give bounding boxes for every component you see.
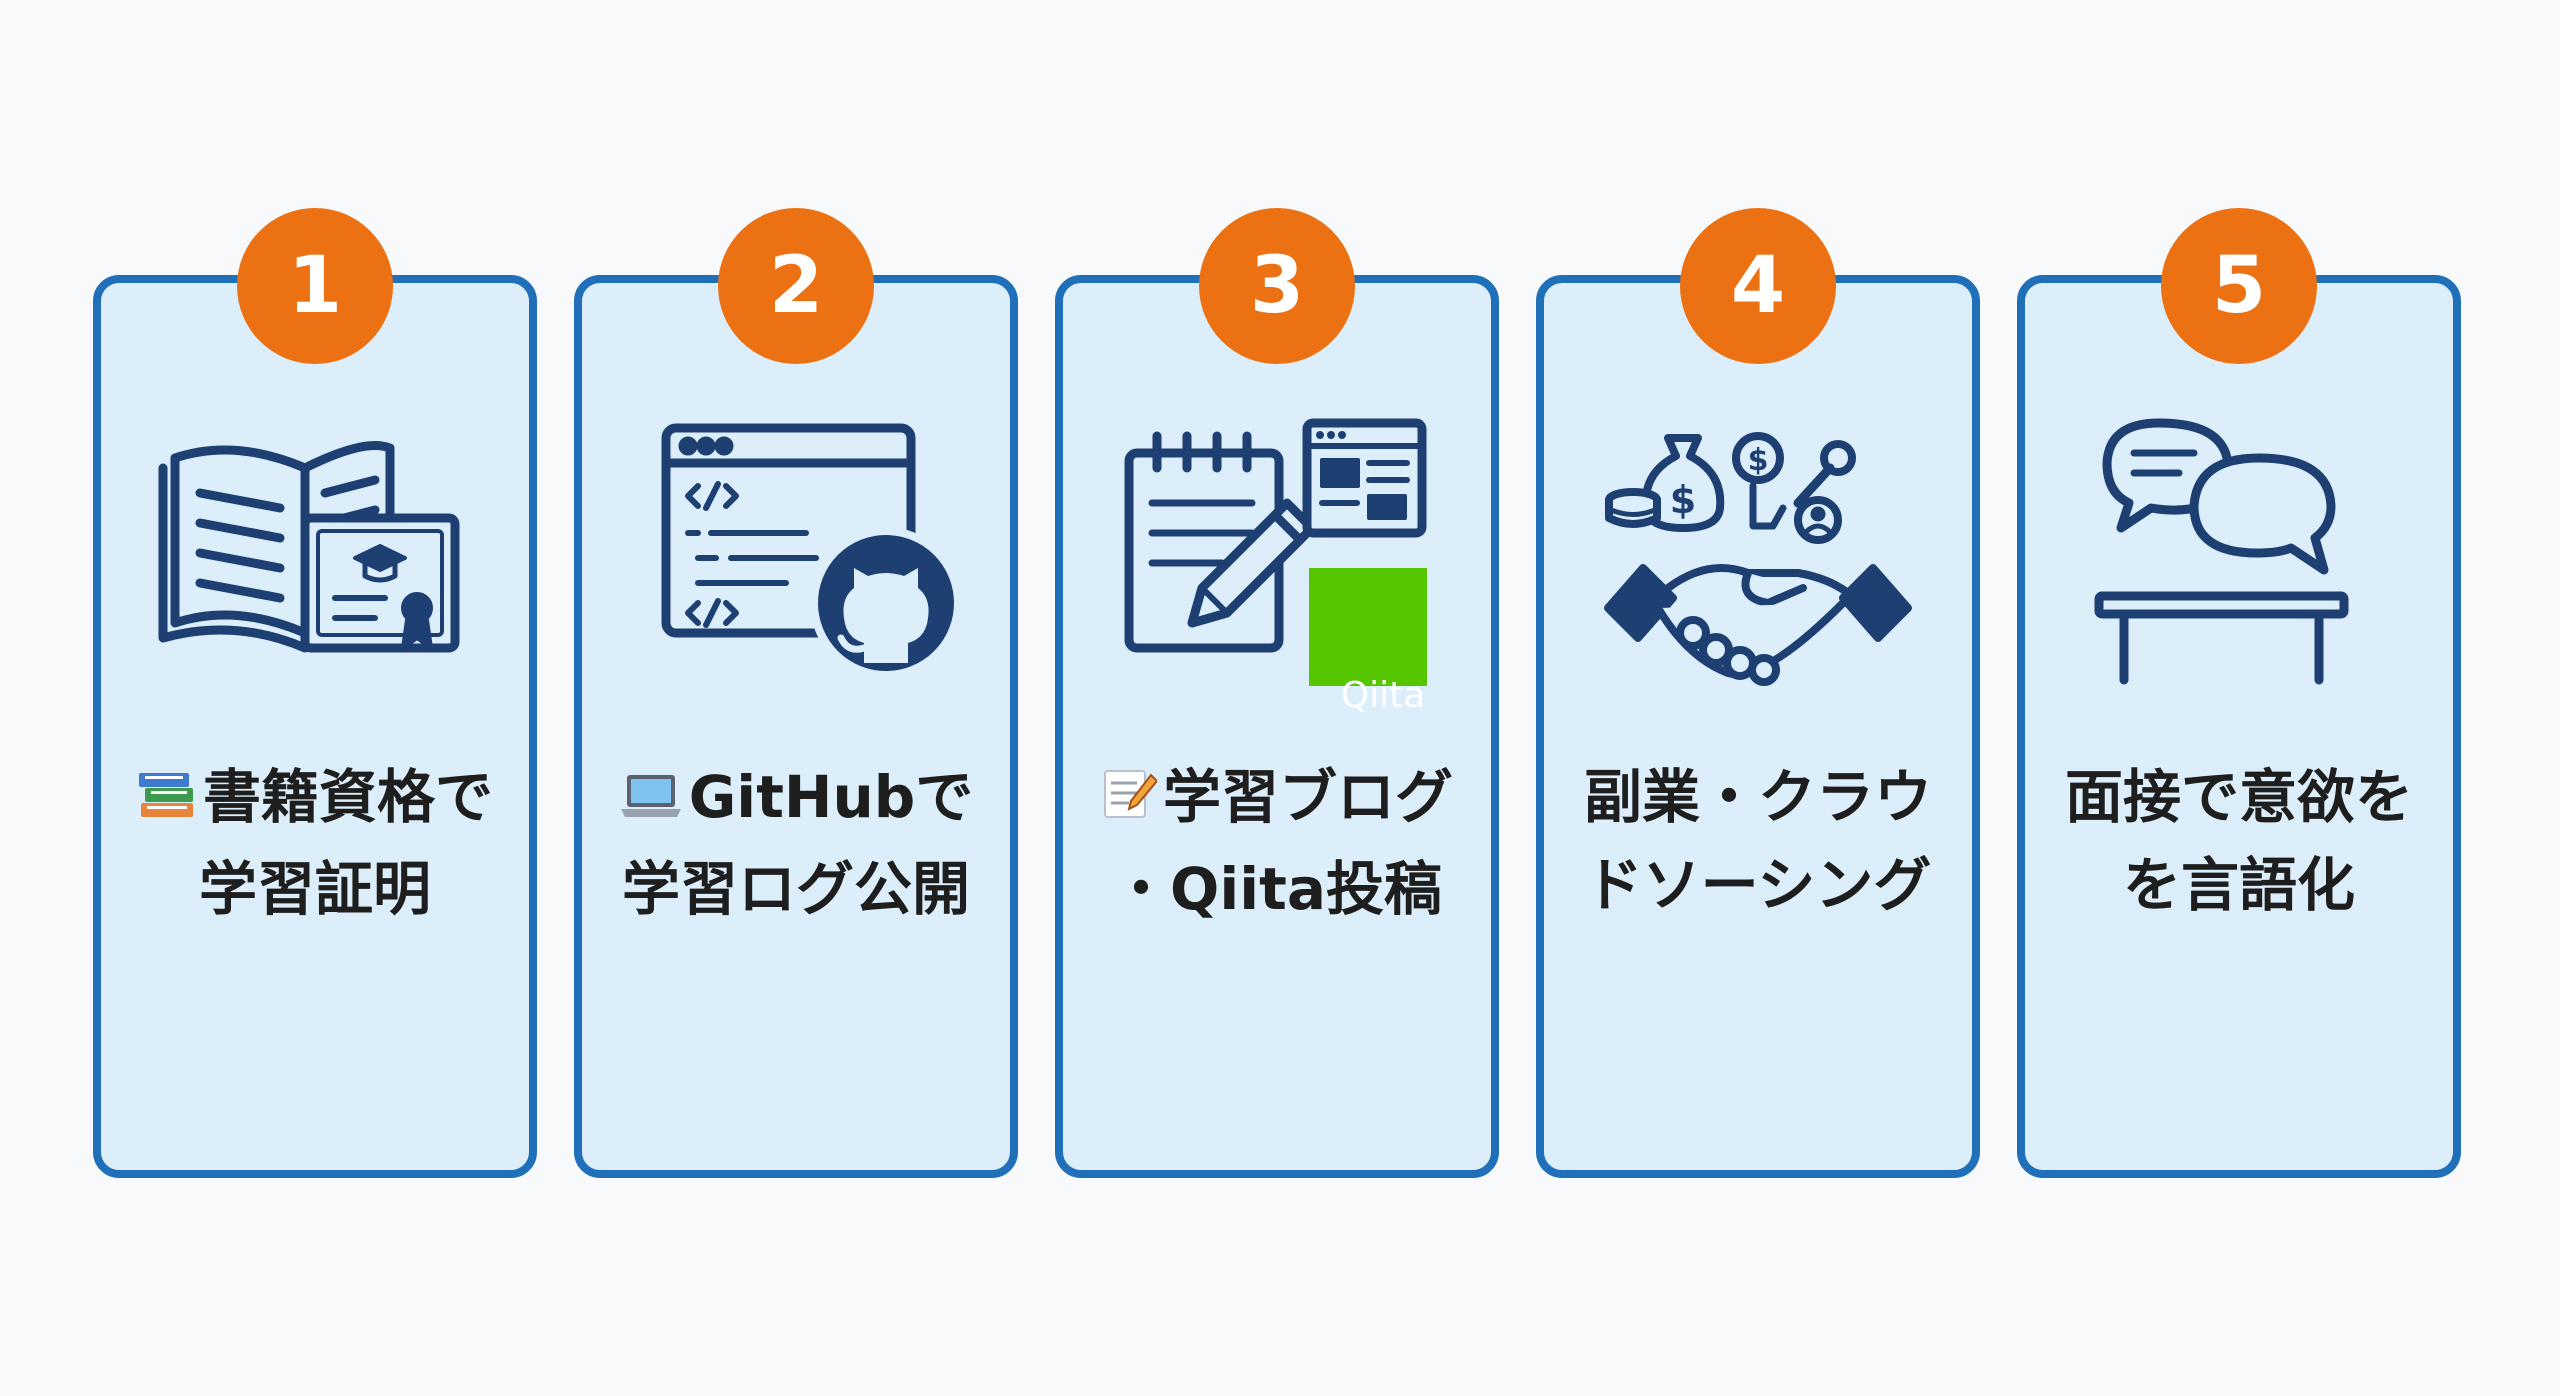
- step-label-text-1: 書籍資格で: [202, 763, 493, 831]
- step-label: 副業・クラウ ドソーシング: [1544, 753, 1972, 929]
- step-label-line-2: ドソーシング: [1584, 851, 1932, 919]
- step-card-2: 2: [574, 208, 1018, 1178]
- step-label: 書籍資格で 学習証明: [101, 753, 529, 933]
- step-label-line-1: 学習ブログ: [1063, 753, 1491, 845]
- step-number-badge: 3: [1199, 208, 1355, 364]
- svg-text:$: $: [1670, 478, 1696, 522]
- handshake-money-icon: $ $: [1544, 408, 1972, 708]
- step-number-badge: 2: [718, 208, 874, 364]
- step-card-1: 1: [93, 208, 537, 1178]
- notepad-pencil-qiita-icon: Qiita: [1063, 408, 1491, 716]
- step-card-4: 4 $ $: [1536, 208, 1980, 1178]
- step-label-text-1: GitHubで: [688, 763, 974, 831]
- svg-text:$: $: [1748, 443, 1769, 478]
- step-label-line-2: を言語化: [2122, 851, 2355, 919]
- step-label-line-1: GitHubで: [582, 753, 1010, 845]
- step-label-line-1: 書籍資格で: [101, 753, 529, 845]
- speech-bubbles-table-icon: [2025, 408, 2453, 708]
- step-label-line-2: 学習証明: [198, 855, 431, 923]
- step-number-badge: 5: [2161, 208, 2317, 364]
- step-card-5: 5 面接で意欲を を言語化: [2017, 208, 2461, 1178]
- step-label: 学習ブログ ・Qiita投稿: [1063, 753, 1491, 933]
- step-label-line-1: 面接で意欲を: [2064, 763, 2413, 831]
- book-certificate-icon: [101, 408, 529, 708]
- step-label-line-2: 学習ログ公開: [621, 855, 970, 923]
- books-emoji: [137, 757, 197, 845]
- step-label-text-1: 学習ブログ: [1162, 763, 1453, 831]
- step-label-line-2: ・Qiita投稿: [1112, 855, 1442, 923]
- memo-emoji: [1101, 757, 1159, 845]
- step-number-badge: 1: [237, 208, 393, 364]
- code-window-github-icon: [582, 408, 1010, 708]
- laptop-emoji: [619, 757, 683, 845]
- step-label-line-1: 副業・クラウ: [1583, 763, 1932, 831]
- qiita-logo: Qiita: [1340, 675, 1426, 716]
- step-number-badge: 4: [1680, 208, 1836, 364]
- step-label: 面接で意欲を を言語化: [2025, 753, 2453, 929]
- step-card-3: 3: [1055, 208, 1499, 1178]
- step-label: GitHubで 学習ログ公開: [582, 753, 1010, 933]
